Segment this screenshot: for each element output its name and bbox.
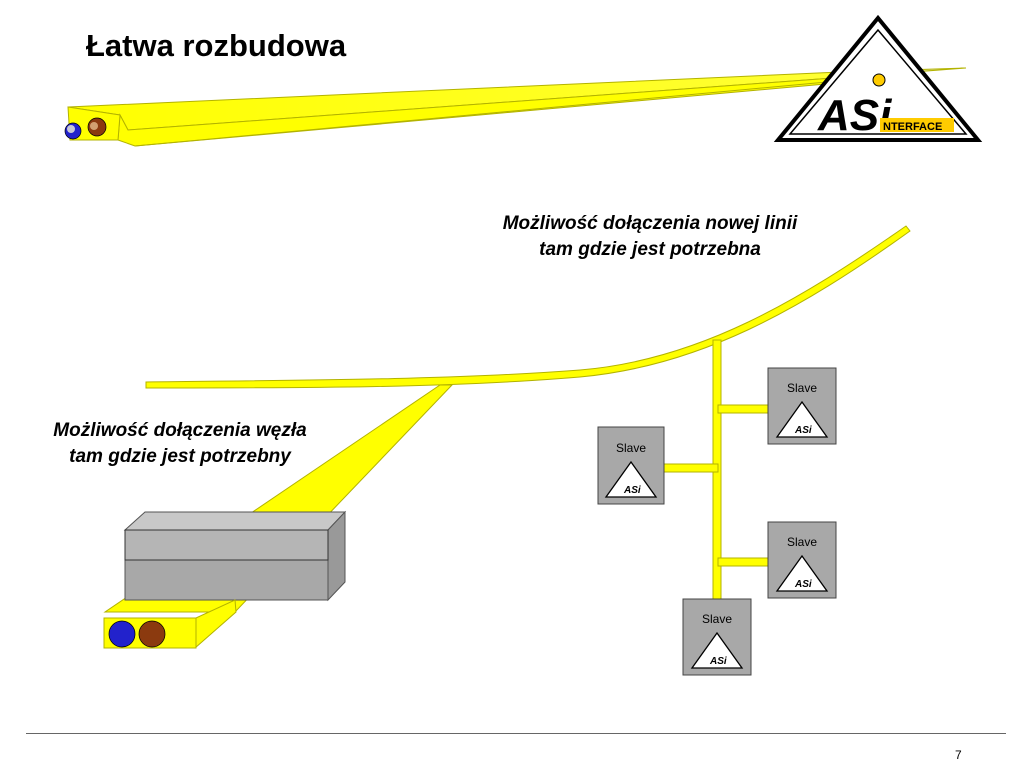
page-number: 7 <box>955 748 962 762</box>
svg-text:ASi: ASi <box>709 656 727 667</box>
caption-new-line: Możliwość dołączenia nowej linii tam gdz… <box>470 211 830 263</box>
caption-line: Możliwość dołączenia nowej linii <box>502 213 798 234</box>
asi-mini-logo-icon <box>690 631 744 669</box>
asi-mini-logo-icon <box>775 554 829 592</box>
slave-label: Slave <box>702 612 732 626</box>
main-curved-cable <box>145 225 911 389</box>
slave-label: Slave <box>787 381 817 395</box>
top-flat-cable <box>64 67 967 147</box>
slave-trunk-cable <box>663 339 769 601</box>
slave-module: Slave ASi <box>767 521 837 599</box>
slave-label: Slave <box>616 441 646 455</box>
caption-line: tam gdzie jest potrzebny <box>69 446 291 467</box>
node-output-cable <box>103 599 237 649</box>
node-module <box>123 510 347 602</box>
svg-text:ASi: ASi <box>794 579 812 590</box>
asi-mini-logo-icon <box>604 460 658 498</box>
logo-sub-text: NTERFACE <box>883 121 942 133</box>
footer-divider <box>26 733 1006 734</box>
svg-text:ASi: ASi <box>794 425 812 436</box>
brown-core-icon <box>138 620 166 648</box>
slave-label: Slave <box>787 535 817 549</box>
caption-line: tam gdzie jest potrzebna <box>539 239 761 260</box>
slave-module: Slave ASi <box>597 426 665 505</box>
logo-dot-icon <box>872 73 886 87</box>
slave-module: Slave ASi <box>682 598 752 676</box>
blue-core-icon <box>108 620 136 648</box>
svg-text:ASi: ASi <box>623 485 641 496</box>
asi-mini-logo-icon <box>775 400 829 438</box>
asi-interface-logo: ASi NTERFACE <box>773 14 983 142</box>
logo-main-text: ASi <box>817 91 892 140</box>
caption-line: Możliwość dołączenia węzła <box>53 420 307 441</box>
caption-node: Możliwość dołączenia węzła tam gdzie jes… <box>20 418 340 470</box>
slide-title: Łatwa rozbudowa <box>86 28 347 63</box>
slave-module: Slave ASi <box>767 367 837 445</box>
